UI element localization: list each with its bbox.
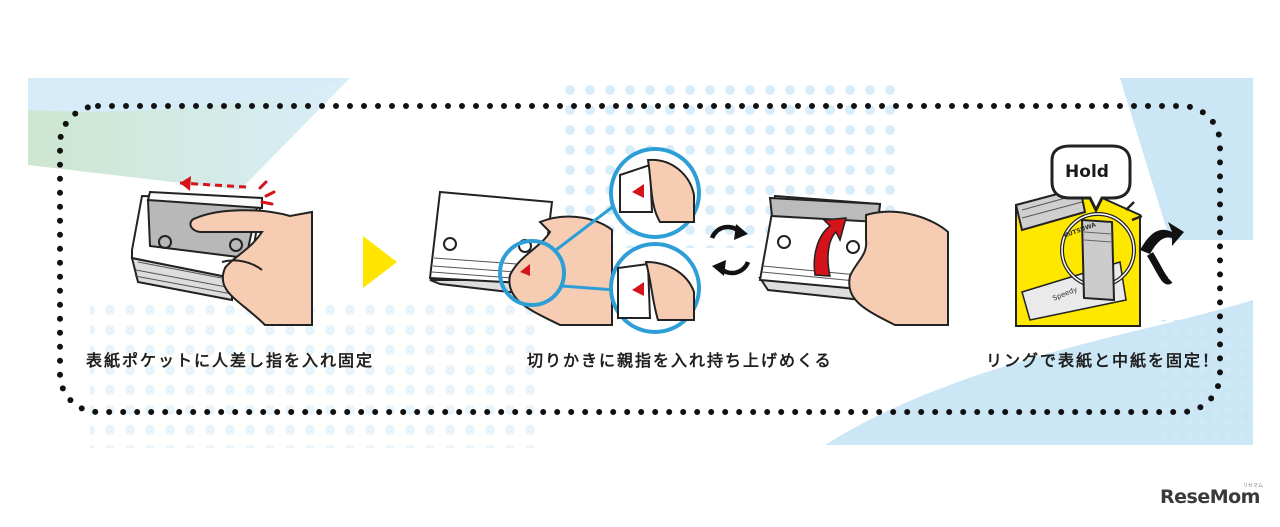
step4-illustration bbox=[1014, 144, 1184, 327]
step1-caption: 表紙ポケットに人差し指を入れ固定 bbox=[86, 351, 375, 370]
step2-illustration bbox=[428, 147, 701, 334]
next-triangle-icon bbox=[363, 236, 397, 288]
lift-arrow-icon bbox=[813, 217, 848, 277]
step3-caption: リングで表紙と中紙を固定！ bbox=[986, 351, 1221, 370]
step3-illustration bbox=[758, 194, 949, 326]
resemom-logo: ReseMom bbox=[1160, 486, 1260, 508]
resemom-logo-sub: リセマム bbox=[1243, 483, 1264, 489]
hold-bubble-text: Hold bbox=[1065, 162, 1109, 182]
dotted-frame bbox=[57, 103, 1223, 415]
step1-illustration bbox=[130, 176, 313, 326]
rotate-arrow-icon bbox=[1140, 222, 1184, 254]
hold-speech-bubble bbox=[1050, 144, 1132, 214]
step2-caption: 切りかきに親指を入れ持ち上げめくる bbox=[527, 351, 833, 370]
